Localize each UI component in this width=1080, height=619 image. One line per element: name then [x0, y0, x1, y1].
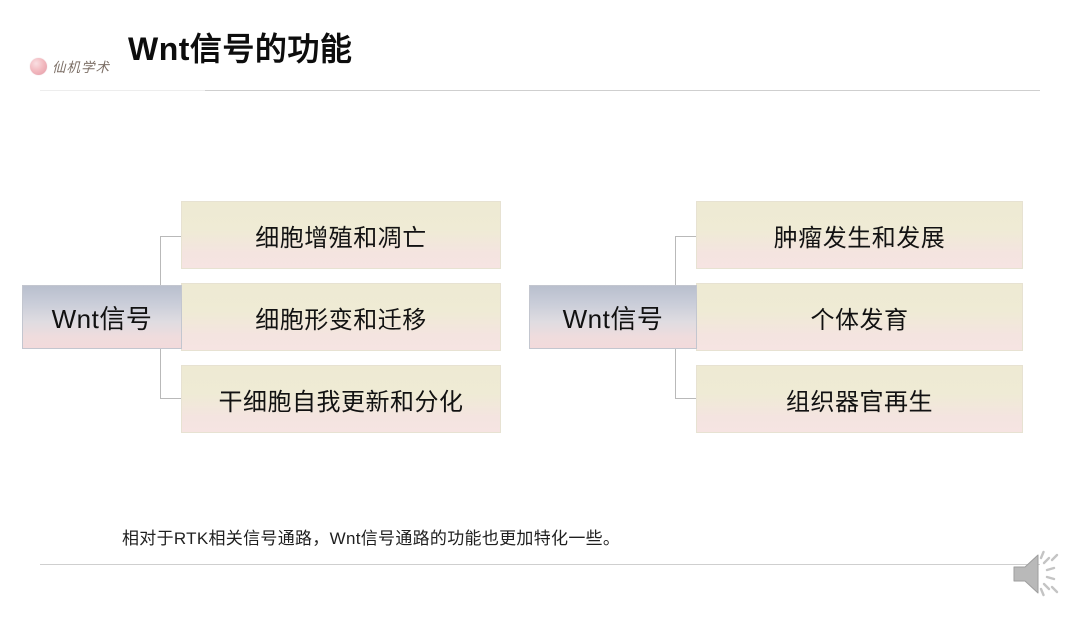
diagram-group-left: Wnt信号 细胞增殖和凋亡 细胞形变和迁移 干细胞自我更新和分化: [22, 201, 501, 433]
speaker-audio-icon[interactable]: [1010, 543, 1072, 605]
connector-branch-right-1: [675, 236, 696, 237]
leaf-box-right-1[interactable]: 肿瘤发生和发展: [696, 201, 1023, 269]
leaf-box-left-2[interactable]: 细胞形变和迁移: [181, 283, 501, 351]
leaf-box-left-1[interactable]: 细胞增殖和凋亡: [181, 201, 501, 269]
flower-logo-icon: [30, 57, 47, 75]
leaf-box-right-2[interactable]: 个体发育: [696, 283, 1023, 351]
header-divider-left: [40, 90, 205, 91]
connector-branch-right-3: [675, 398, 696, 399]
hub-box-wnt-signal-right[interactable]: Wnt信号: [529, 285, 697, 349]
brand-logo: 仙机学术: [30, 56, 110, 76]
page-title: Wnt信号的功能: [128, 31, 353, 67]
slide-header: 仙机学术 Wnt信号的功能: [0, 0, 1080, 96]
brand-name-label: 仙机学术: [52, 60, 110, 75]
connector-branch-left-3: [160, 398, 181, 399]
leaf-box-right-3[interactable]: 组织器官再生: [696, 365, 1023, 433]
hub-box-wnt-signal-left[interactable]: Wnt信号: [22, 285, 182, 349]
footer-divider: [40, 564, 1040, 565]
slide-caption: 相对于RTK相关信号通路，Wnt信号通路的功能也更加特化一些。: [122, 529, 621, 548]
connector-branch-left-1: [160, 236, 181, 237]
header-divider-right: [205, 90, 1040, 91]
leaf-box-left-3[interactable]: 干细胞自我更新和分化: [181, 365, 501, 433]
